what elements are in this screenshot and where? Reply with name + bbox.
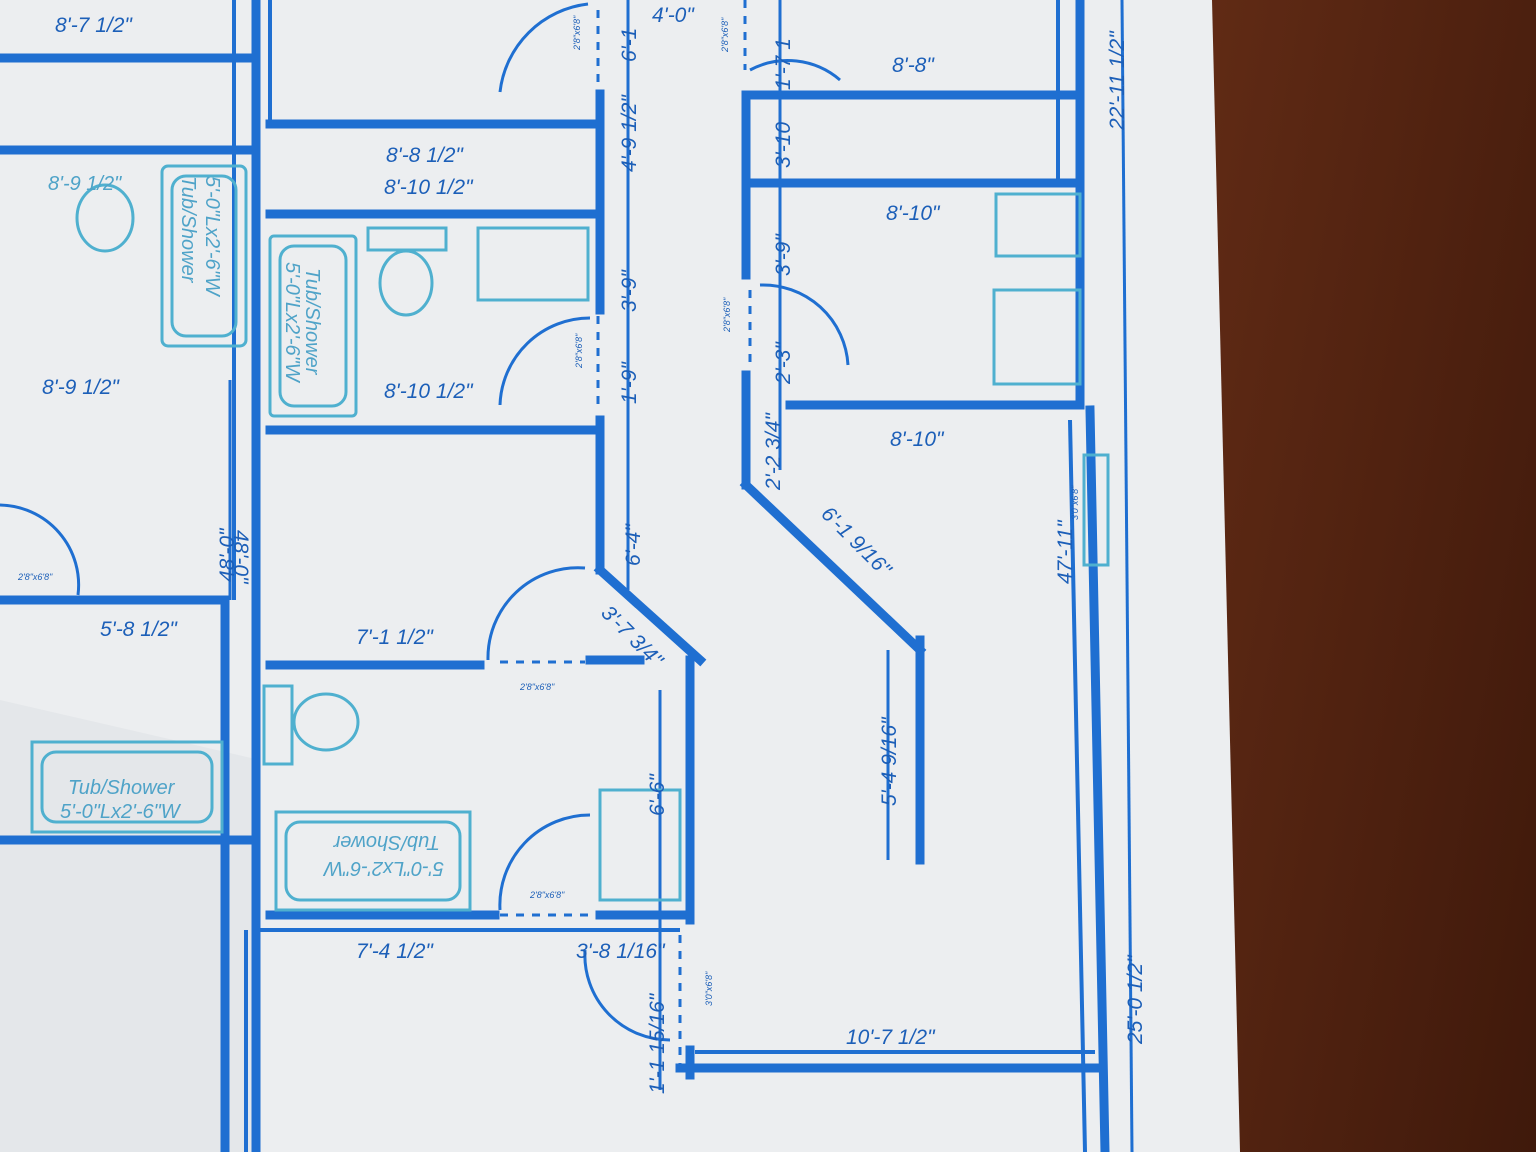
dim-label-4: 22'-11 1/2" xyxy=(1106,30,1129,131)
dimension-labels: 8'-7 1/2" 4'-0" 8'-8" 22'-11 1/2" 4'-9 1… xyxy=(42,4,1147,1094)
vanity-center-lower xyxy=(598,788,682,902)
dim-label-21: 48'-0" xyxy=(229,530,252,585)
dim-vertical-far-right xyxy=(1120,0,1134,1152)
walls xyxy=(0,0,1110,1152)
tub-center-upper xyxy=(268,234,358,418)
paper-shadow xyxy=(0,700,260,1152)
door-tag-7: 2'8"x6'8" xyxy=(17,572,53,582)
column-right xyxy=(1082,453,1110,567)
tub-center-lower-label-2: Tub/Shower xyxy=(332,831,440,853)
door-arc-3 xyxy=(498,316,591,406)
thin-vertical-far-right xyxy=(1068,419,1087,1152)
wall-far-right-lower xyxy=(1085,405,1110,1152)
tub-left-lower xyxy=(30,740,224,834)
toilet-center-lower xyxy=(292,692,360,752)
door-arc-1 xyxy=(498,2,589,93)
tub-left-upper-inner xyxy=(170,174,238,338)
dim-label-16: 8'-10 1/2" xyxy=(384,380,474,403)
door-tag-2: 2'8"x6'8" xyxy=(720,17,730,53)
dimension-lines xyxy=(228,0,1134,1152)
doors xyxy=(0,0,850,1070)
dim-label-5: 4'-9 1/2" xyxy=(618,94,641,172)
tub-left-lower-label-1: Tub/Shower xyxy=(68,777,176,799)
appliance-right xyxy=(992,288,1082,386)
dim-label-27: 5'-4 9/16" xyxy=(878,716,901,806)
dim-label-9: 3'-10 xyxy=(772,122,795,168)
door-tag-5: 2'8"x6'8" xyxy=(519,682,555,692)
door-tag-1: 2'8"x6'8" xyxy=(572,15,582,51)
dim-label-15: 8'-9 1/2" xyxy=(42,376,120,399)
dim-label-30: 3'-8 1/16" xyxy=(576,940,666,963)
dim-label-11: 3'-9" xyxy=(618,269,641,312)
tub-center-lower xyxy=(274,810,472,912)
dim-label-7: 8'-10 1/2" xyxy=(384,176,474,199)
toilet-left-upper xyxy=(75,183,135,253)
door-tag-6: 2'8"x6'8" xyxy=(529,890,565,900)
door-arc-6 xyxy=(498,813,591,911)
dim-label-35: 1'-7 1 xyxy=(772,38,795,90)
dim-label-33: 10'-7 1/2" xyxy=(846,1026,936,1049)
door-tag-4: 2'8"x6'8" xyxy=(722,297,732,333)
tub-left-upper xyxy=(160,164,248,348)
dim-label-13: 2'-3" xyxy=(772,341,795,385)
door-arc-7 xyxy=(583,949,671,1042)
dim-label-22: 48'-0" xyxy=(216,527,239,582)
dim-label-12: 3'-9" xyxy=(772,233,795,276)
door-tag-3: 2'8"x6'8" xyxy=(574,333,584,369)
tub-center-lower-inner xyxy=(284,820,462,902)
tub-left-upper-label-2: Tub/Shower xyxy=(177,176,199,284)
dim-label-25: 7'-1 1/2" xyxy=(356,626,434,649)
tub-center-upper-label-2: 5'-0"Lx2'-6"W xyxy=(281,262,303,384)
tub-center-upper-label-1: Tub/Shower xyxy=(301,268,323,376)
dim-label-31: 25'-0 1/2" xyxy=(1124,954,1147,1045)
tub-left-upper-label-1: 5'-0"Lx2'-6"W xyxy=(201,176,223,298)
door-tag-9: 3'0"x6'8" xyxy=(1070,485,1080,520)
dim-label-29: 7'-4 1/2" xyxy=(356,940,434,963)
appliance-right-upper xyxy=(994,192,1082,258)
tub-center-upper-inner xyxy=(278,244,348,408)
dim-label-10: 8'-10" xyxy=(886,202,941,225)
dim-label-28: 6'-6" xyxy=(646,773,669,816)
dim-label-17: 8'-10" xyxy=(890,428,945,451)
dim-label-2: 4'-0" xyxy=(652,4,695,27)
dim-label-14: 1'-9" xyxy=(618,361,641,404)
dim-label-23: 6'-4" xyxy=(622,523,645,566)
fixture-labels: 5'-0"Lx2'-6"W Tub/Shower Tub/Shower 5'-0… xyxy=(60,176,444,879)
dim-label-32: 1'-1 15/16" xyxy=(646,992,669,1094)
thin-lines xyxy=(232,0,1095,1152)
tub-left-lower-label-2: 5'-0"Lx2'-6"W xyxy=(60,801,182,823)
dim-label-20: 47'-11" xyxy=(1054,519,1077,584)
door-tags: 2'8"x6'8" 2'8"x6'8" 2'8"x6'8" 2'8"x6'8" … xyxy=(17,15,1080,1006)
wall-angled-right xyxy=(739,478,927,657)
vanity-center-upper xyxy=(476,226,590,302)
toilet-tank-center-lower xyxy=(262,684,294,766)
tub-left-lower-inner xyxy=(40,750,214,824)
dim-label-18: 2'-2 3/4" xyxy=(762,412,785,491)
tub-center-lower-label-1: 5'-0"Lx2'-6"W xyxy=(322,857,444,879)
dim-label-24: 5'-8 1/2" xyxy=(100,618,178,641)
toilet-tank-center-upper xyxy=(366,226,448,252)
dim-label-8: 8'-9 1/2" xyxy=(48,173,122,195)
dim-label-1: 8'-7 1/2" xyxy=(55,14,133,37)
door-arc-5 xyxy=(486,566,586,661)
paper-background xyxy=(0,0,1240,1152)
door-arc-8 xyxy=(0,503,81,596)
dim-label-3: 8'-8" xyxy=(892,54,935,77)
dim-label-6: 8'-8 1/2" xyxy=(386,144,464,167)
fixtures xyxy=(30,164,1110,912)
door-arc-2 xyxy=(749,59,841,82)
dim-label-34: 6'-1 xyxy=(618,28,641,62)
door-tag-8: 3'0"x6'8" xyxy=(704,971,714,1006)
wall-angled-left xyxy=(593,563,707,667)
door-arc-4 xyxy=(759,283,850,366)
